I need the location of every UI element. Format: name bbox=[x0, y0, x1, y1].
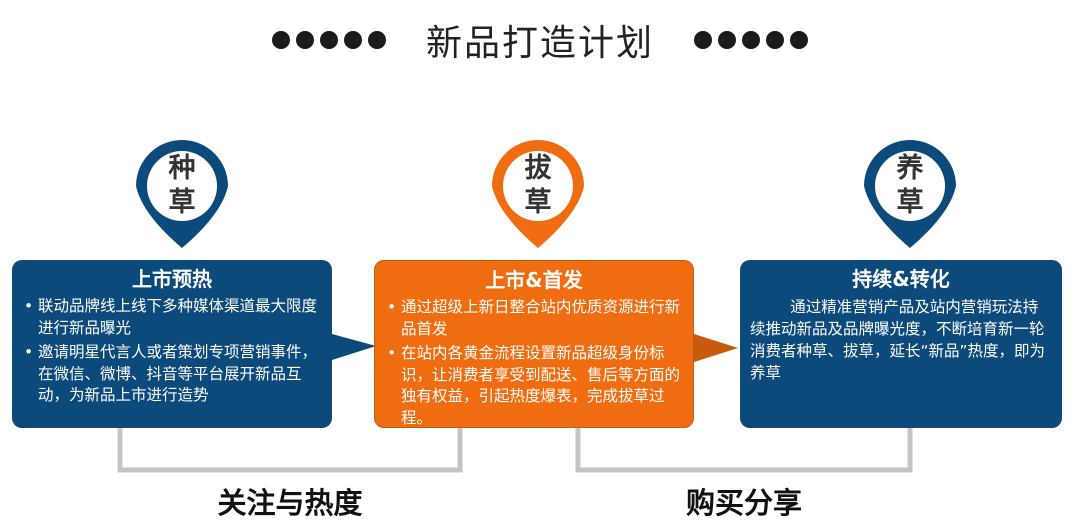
stage-1-bullet-2: 邀请明星代言人或者策划专项营销事件，在微信、微博、抖音等平台展开新品互动，为新品… bbox=[22, 342, 322, 407]
left-dots-decoration bbox=[271, 31, 386, 49]
stage-3-heading: 持续&转化 bbox=[852, 267, 950, 291]
stage-3-paragraph: 通过精准营销产品及站内营销玩法持续推动新品及品牌曝光度，不断培育新一轮消费者种草… bbox=[750, 298, 1046, 382]
pin-label-1: 种 草 bbox=[152, 152, 212, 220]
stage-card-1: 上市预热 联动品牌线上线下多种媒体渠道最大限度进行新品曝光 邀请明星代言人或者策… bbox=[12, 260, 332, 428]
stage-2-bullets: 通过超级上新日整合站内优质资源进行新品首发 在站内各黄金流程设置新品超级身份标识… bbox=[385, 297, 683, 429]
stage-2-bullet-1: 通过超级上新日整合站内优质资源进行新品首发 bbox=[385, 297, 683, 340]
pin-char-3-top: 养 bbox=[896, 153, 924, 184]
pin-char-1-top: 种 bbox=[168, 153, 196, 184]
title-row: 新品打造计划 bbox=[0, 10, 1080, 70]
arrow-1-to-2 bbox=[332, 334, 376, 360]
stage-2-heading: 上市&首发 bbox=[485, 268, 583, 292]
bottom-label-attention: 关注与热度 bbox=[217, 486, 363, 520]
stage-card-3: 持续&转化 通过精准营销产品及站内营销玩法持续推动新品及品牌曝光度，不断培育新一… bbox=[740, 260, 1062, 428]
stage-card-2: 上市&首发 通过超级上新日整合站内优质资源进行新品首发 在站内各黄金流程设置新品… bbox=[374, 260, 694, 428]
pin-label-3: 养 草 bbox=[880, 152, 940, 220]
pin-char-2-top: 拔 bbox=[524, 153, 552, 184]
right-dots-decoration bbox=[694, 31, 808, 49]
pin-marker-3 bbox=[864, 140, 956, 248]
stage-1-bullet-1: 联动品牌线上线下多种媒体渠道最大限度进行新品曝光 bbox=[22, 296, 322, 339]
bracket-purchase bbox=[575, 428, 913, 473]
pin-char-3-bottom: 草 bbox=[896, 187, 924, 218]
pin-marker-2 bbox=[492, 140, 584, 248]
pin-label-2: 拔 草 bbox=[508, 152, 568, 220]
page-title: 新品打造计划 bbox=[425, 23, 654, 64]
bracket-attention bbox=[117, 428, 463, 473]
pin-char-1-bottom: 草 bbox=[168, 187, 196, 218]
pin-marker-1 bbox=[136, 140, 228, 248]
arrow-2-to-3 bbox=[694, 334, 738, 362]
bottom-label-purchase: 购买分享 bbox=[685, 486, 802, 520]
stage-2-bullet-2: 在站内各黄金流程设置新品超级身份标识，让消费者享受到配送、售后等方面的独有权益，… bbox=[385, 343, 683, 429]
stage-1-heading: 上市预热 bbox=[132, 267, 212, 291]
pin-char-2-bottom: 草 bbox=[524, 187, 552, 218]
stage-1-bullets: 联动品牌线上线下多种媒体渠道最大限度进行新品曝光 邀请明星代言人或者策划专项营销… bbox=[22, 296, 322, 407]
